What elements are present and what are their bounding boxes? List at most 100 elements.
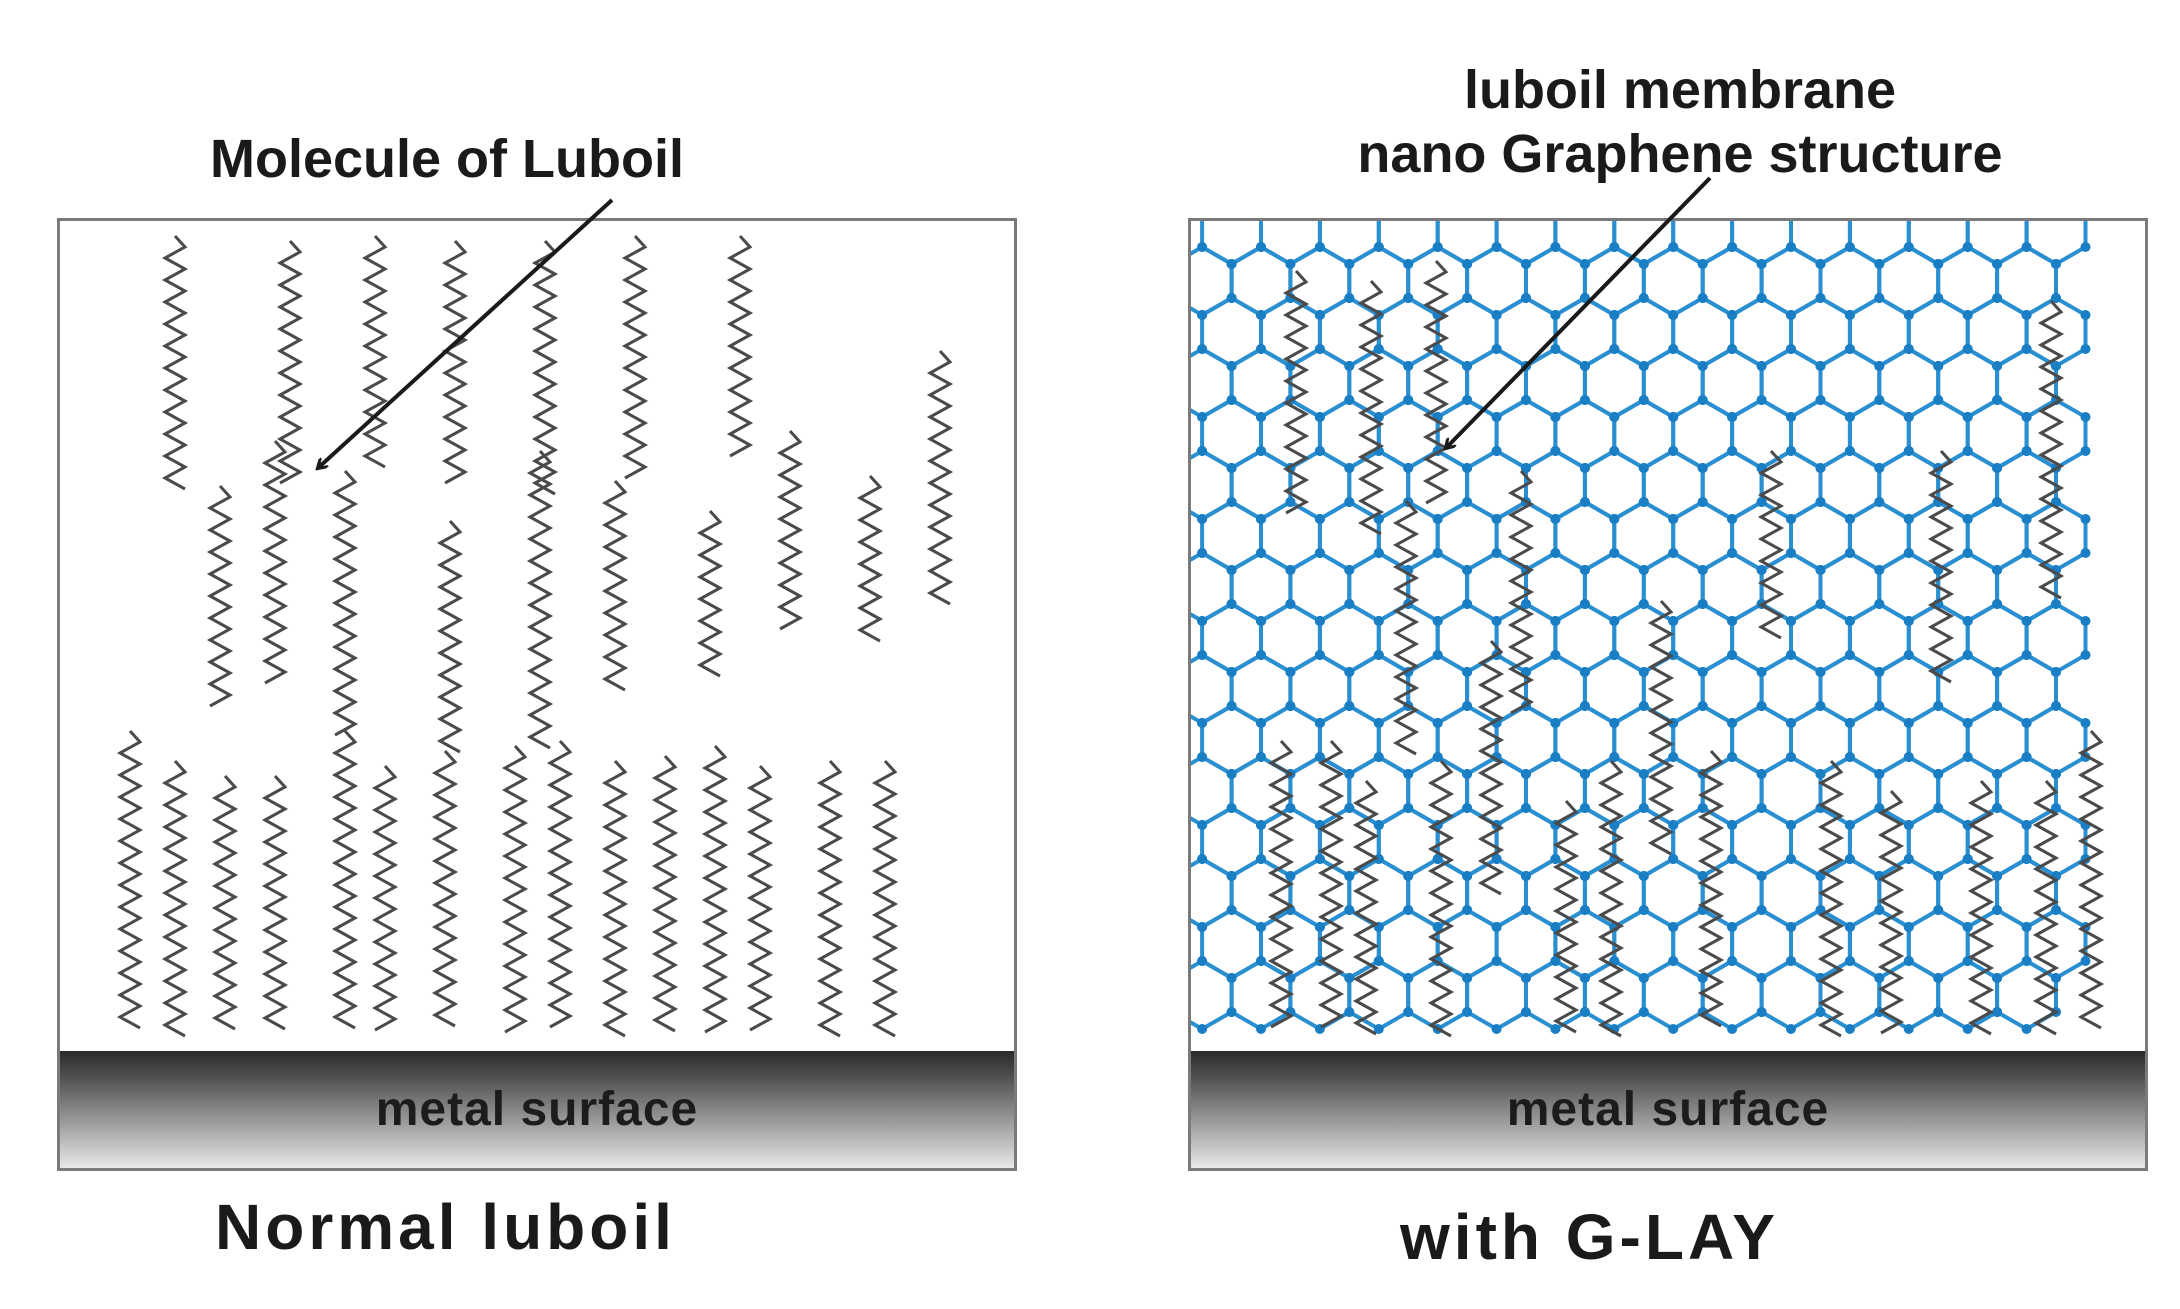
graphene-node	[1550, 446, 1561, 456]
graphene-node	[1786, 854, 1796, 864]
graphene-node	[1550, 310, 1561, 320]
graphene-node	[1992, 701, 2003, 711]
graphene-hexagon	[1191, 346, 1234, 420]
luboil-molecule-chain	[726, 234, 754, 458]
graphene-node	[1962, 548, 1973, 558]
graphene-hexagon	[1347, 958, 1411, 1032]
graphene-node	[1550, 514, 1561, 524]
graphene-hexagon	[1317, 221, 1381, 267]
graphene-node	[1874, 361, 1885, 371]
graphene-node	[1992, 497, 2003, 507]
graphene-node	[1697, 361, 1708, 371]
luboil-molecule-chain	[546, 739, 574, 1029]
graphene-node	[1226, 395, 1237, 405]
graphene-node	[1668, 242, 1679, 252]
graphene-hexagon	[1494, 221, 1558, 267]
graphene-node	[1462, 361, 1473, 371]
graphene-node	[1815, 497, 1826, 507]
luboil-molecule-chain	[261, 774, 289, 1031]
graphene-node	[1403, 769, 1414, 779]
graphene-hexagon	[2024, 221, 2088, 267]
graphene-node	[1521, 803, 1531, 813]
membrane-label-line-1: luboil membrane	[1463, 60, 1897, 120]
luboil-molecule-chain	[2077, 729, 2105, 1030]
graphene-node	[1756, 395, 1767, 405]
graphene-node	[1756, 701, 1767, 711]
graphene-node	[1344, 803, 1355, 813]
graphene-node	[1786, 956, 1796, 966]
graphene-node	[2021, 242, 2032, 252]
graphene-node	[1579, 769, 1590, 779]
graphene-node	[1756, 259, 1767, 269]
graphene-node	[2021, 956, 2032, 966]
graphene-node	[1756, 803, 1767, 813]
graphene-node	[1844, 820, 1855, 830]
graphene-node	[1638, 395, 1649, 405]
graphene-node	[1727, 242, 1738, 252]
graphene-node	[1756, 905, 1767, 915]
graphene-node	[1285, 667, 1296, 677]
graphene-node	[1521, 973, 1531, 983]
g-lay-panel: metal surface	[1188, 218, 2148, 1171]
graphene-node	[2051, 973, 2061, 983]
graphene-node	[1786, 820, 1796, 830]
graphene-node	[1727, 1024, 1738, 1034]
graphene-node	[1786, 310, 1796, 320]
graphene-node	[1462, 497, 1473, 507]
graphene-node	[1992, 871, 2003, 881]
graphene-node	[1432, 548, 1443, 558]
graphene-node	[2021, 310, 2032, 320]
graphene-node	[1579, 701, 1590, 711]
graphene-node	[1844, 956, 1855, 966]
graphene-node	[1992, 463, 2003, 473]
graphene-node	[1756, 973, 1767, 983]
graphene-node	[1432, 752, 1443, 762]
graphene-node	[1697, 701, 1708, 711]
graphene-node	[1256, 820, 1266, 830]
graphene-node	[1344, 565, 1355, 575]
graphene-node	[1462, 395, 1473, 405]
graphene-node	[1756, 293, 1767, 303]
graphene-node	[1491, 514, 1502, 524]
graphene-node	[2051, 769, 2061, 779]
luboil-molecule-chain	[206, 484, 234, 708]
graphene-node	[1226, 769, 1237, 779]
graphene-node	[1256, 242, 1266, 252]
graphene-node	[1903, 344, 1914, 354]
graphene-node	[1579, 259, 1590, 269]
metal-surface-label: metal surface	[1506, 1083, 1830, 1136]
graphene-node	[1226, 463, 1237, 473]
graphene-node	[1285, 259, 1296, 269]
graphene-node	[2051, 701, 2061, 711]
graphene-node	[1462, 565, 1473, 575]
graphene-node	[1373, 718, 1384, 728]
graphene-node	[1550, 344, 1561, 354]
graphene-node	[1491, 956, 1502, 966]
graphene-node	[1432, 242, 1443, 252]
graphene-hexagon	[1553, 221, 1617, 267]
graphene-node	[2021, 412, 2032, 422]
graphene-hexagon	[1671, 221, 1735, 267]
graphene-node	[1579, 667, 1590, 677]
luboil-molecule-chain	[1757, 449, 1785, 640]
graphene-node	[1256, 310, 1266, 320]
graphene-node	[1727, 752, 1738, 762]
graphene-node	[1462, 463, 1473, 473]
graphene-node	[2051, 361, 2061, 371]
luboil-molecule-chain	[276, 239, 304, 485]
graphene-node	[1727, 548, 1738, 558]
graphene-node	[1462, 803, 1473, 813]
luboil-molecule-chain	[436, 519, 464, 754]
graphene-node	[1314, 616, 1325, 626]
graphene-node	[1403, 293, 1414, 303]
graphene-node	[1844, 446, 1855, 456]
graphene-node	[1373, 956, 1384, 966]
graphene-node	[1638, 463, 1649, 473]
graphene-node	[1462, 599, 1473, 609]
graphene-node	[1756, 769, 1767, 779]
luboil-molecule-chain	[1422, 259, 1450, 505]
luboil-molecule-chain	[2032, 779, 2060, 1036]
graphene-node	[1638, 497, 1649, 507]
graphene-hexagon	[1191, 550, 1234, 624]
graphene-node	[1962, 344, 1973, 354]
